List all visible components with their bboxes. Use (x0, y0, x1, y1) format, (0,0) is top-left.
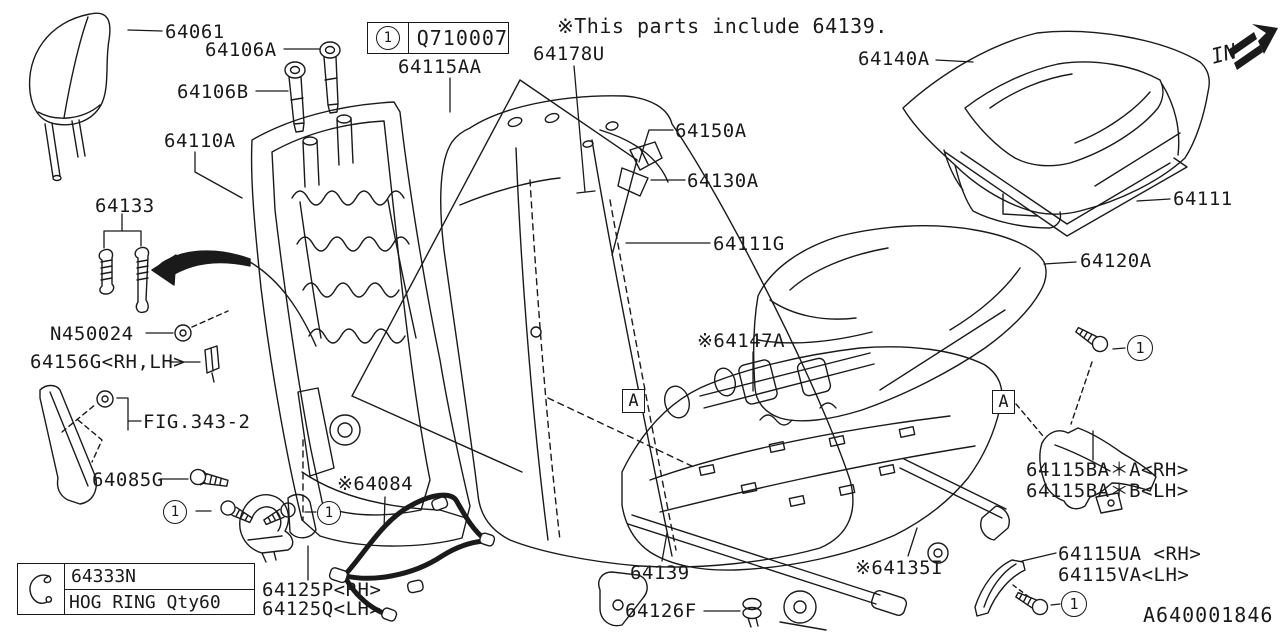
part-label-64156g: 64156G<RH,LH> (30, 351, 186, 373)
callout-1-right: 1 (317, 501, 341, 525)
part-label-n450024: N450024 (50, 323, 134, 345)
headrest-guide-pins (284, 41, 341, 133)
part-label-64135i: ※64135I (855, 557, 944, 579)
part-label-64126f: 64126F (625, 600, 697, 622)
seatback-cover-drawing (440, 95, 854, 568)
leader-lines (103, 29, 1171, 612)
grommet-clip-drawings (174, 310, 229, 383)
part-label-64140a: 64140A (858, 48, 930, 70)
note-text: ※This parts include 64139. (557, 14, 888, 38)
part-label-64106a: 64106A (205, 39, 277, 61)
harness-drawing (328, 492, 496, 622)
seat-frame-drawing (547, 346, 1010, 631)
callout-1-bottom-right: 1 (1061, 591, 1087, 617)
hog-ring-legend-box: 64333N HOG RING Qty60 (17, 563, 255, 615)
trim-strip-drawing (974, 559, 1030, 617)
screw-left (220, 500, 253, 524)
seatback-frame-drawing (250, 101, 471, 547)
side-bracket-drawing (1015, 361, 1157, 514)
hog-ring-text-cell: 64333N HOG RING Qty60 (65, 564, 254, 614)
legend-part-number: Q710007 (416, 26, 508, 50)
part-label-64130a: 64130A (687, 170, 759, 192)
screw-bottom-right (1015, 591, 1049, 616)
part-label-64084: ※64084 (337, 473, 414, 495)
protector-sheet-drawing (351, 79, 638, 473)
part-label-64115va: 64115VA<LH> (1058, 564, 1190, 586)
part-label-64085g: 64085G (92, 469, 164, 491)
callout-1-icon: 1 (375, 26, 400, 50)
part-label-64150a: 64150A (675, 120, 747, 142)
legend-callout-cell: 1 (368, 23, 409, 53)
section-a-box-left: A (622, 389, 645, 413)
cushion-cover-drawing (902, 30, 1210, 229)
headrest-drawing (28, 12, 111, 182)
part-label-64106b: 64106B (177, 81, 249, 103)
hog-ring-description: HOG RING Qty60 (69, 591, 221, 613)
hog-ring-icon (18, 564, 65, 614)
pad-sheet-drawing (944, 151, 1188, 237)
part-label-64111g: 64111G (713, 233, 785, 255)
callout-1-left: 1 (163, 500, 187, 524)
spring-detail-drawing (98, 246, 317, 347)
section-a-box-right: A (992, 390, 1015, 414)
diagram-id: A640001846 (1143, 603, 1274, 627)
part-label-64110a: 64110A (164, 130, 236, 152)
part-label-64115ba-rh: 64115BA＊A<RH> (1026, 459, 1189, 481)
part-label-64125q: 64125Q<LH> (262, 598, 382, 620)
in-arrow-icon (1228, 24, 1278, 70)
side-member-drawing (39, 384, 114, 505)
part-label-64133: 64133 (95, 195, 155, 217)
callout-1-top-right: 1 (1127, 335, 1153, 361)
callout-legend-box: 1 Q710007 (367, 22, 509, 54)
part-label-fig343: FIG.343-2 (143, 411, 251, 433)
part-label-64061: 64061 (165, 21, 225, 43)
part-label-64147a: ※64147A (697, 330, 786, 352)
part-label-64125p: 64125P<RH> (262, 579, 382, 601)
cushion-pad-drawing (753, 225, 1047, 422)
part-label-64115aa: 64115AA (398, 56, 482, 78)
part-label-64139: 64139 (630, 562, 690, 584)
part-label-64120a: 64120A (1080, 250, 1152, 272)
part-label-64111: 64111 (1173, 188, 1233, 210)
part-label-64115ua: 64115UA <RH> (1058, 543, 1202, 565)
part-label-64178u: 64178U (533, 43, 605, 65)
recliner-bracket-drawing (239, 439, 304, 563)
screw-64085g (189, 468, 229, 487)
screw-top-right (1075, 326, 1109, 353)
part-label-64115ba-lh: 64115BA＊B<LH> (1026, 480, 1189, 502)
hog-ring-part-number: 64333N (65, 564, 254, 590)
screw-right (263, 502, 296, 526)
